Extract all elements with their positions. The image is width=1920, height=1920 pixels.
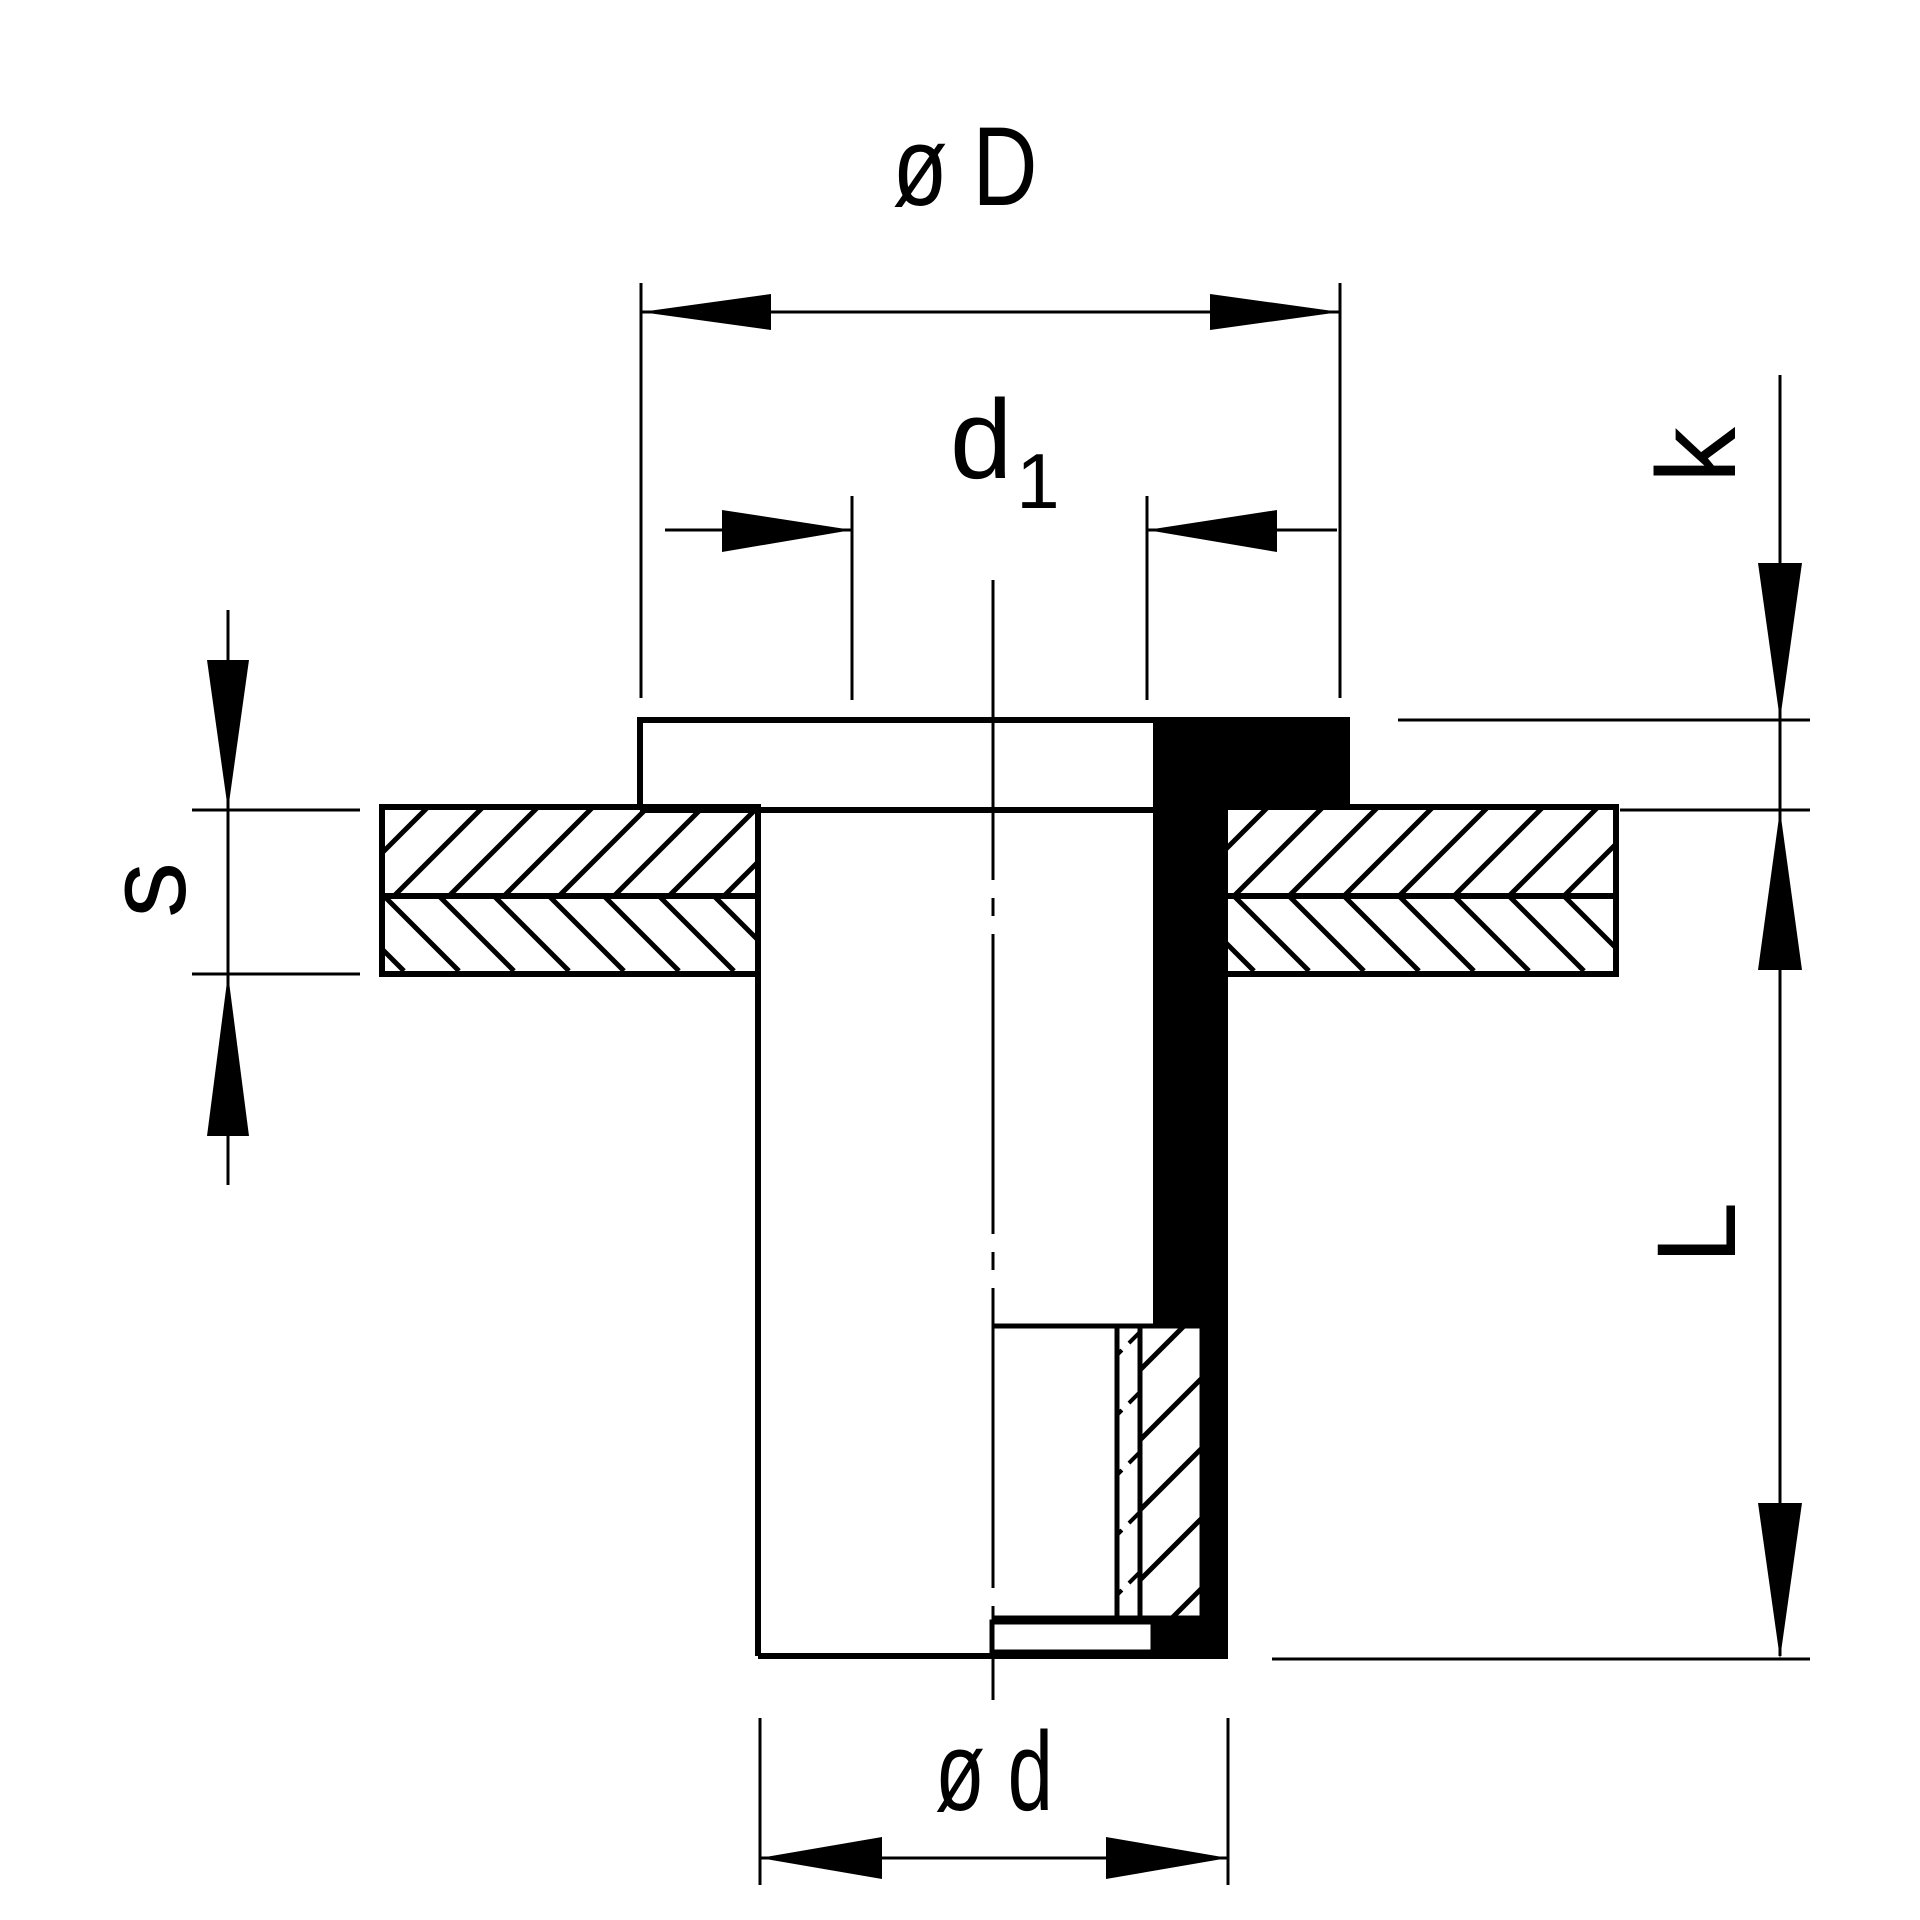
inner-diameter-label-main: d: [950, 377, 1012, 502]
shank-diameter-label: ø d: [935, 1709, 1053, 1834]
thread-insert-hatching: [1140, 1327, 1200, 1617]
dimension-thickness: [192, 610, 360, 1185]
head-height-label: k: [1634, 426, 1759, 483]
hatching-right-bottom: [1228, 897, 1613, 971]
dimension-length: [1272, 1503, 1810, 1661]
inner-diameter-label-subscript: 1: [1016, 437, 1059, 525]
dimension-shank-diameter: [758, 1718, 1230, 1885]
dimension-inner-diameter: [665, 496, 1337, 700]
thread-insert: [989, 1323, 1205, 1655]
hatching-left-top: [385, 807, 755, 895]
dimension-outer-diameter: [639, 283, 1342, 698]
dimension-head-height: [1398, 375, 1810, 1656]
inner-diameter-label: d1: [950, 377, 1060, 525]
thread-insert-dashed-hatching: [1117, 1329, 1140, 1598]
hatching-left-bottom: [385, 897, 755, 971]
outer-diameter-label: ø D: [893, 104, 1038, 229]
rivet-head-outline: [637, 717, 1153, 813]
length-label: L: [1634, 1202, 1759, 1264]
thickness-label: s: [84, 862, 209, 918]
hatching-right-top: [1228, 807, 1613, 895]
